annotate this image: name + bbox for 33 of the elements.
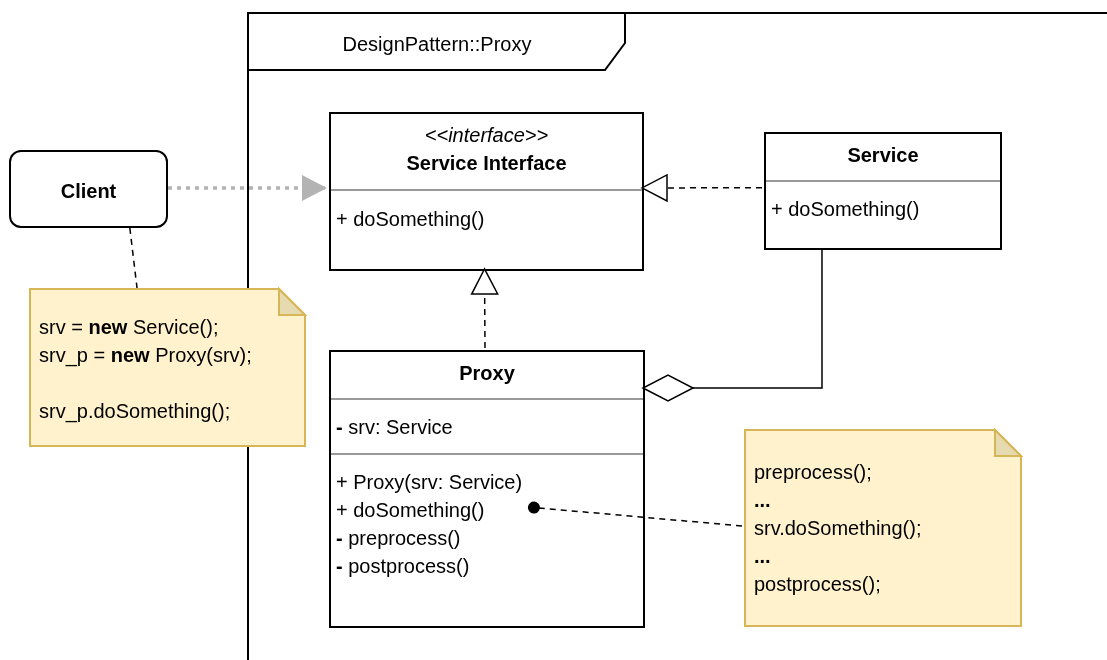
class-member: + doSomething() xyxy=(771,197,920,221)
class-member: + Proxy(srv: Service) xyxy=(336,470,523,494)
note xyxy=(744,429,1022,627)
note-text: ... xyxy=(754,544,771,568)
class-member: - postprocess() xyxy=(336,554,470,578)
note-text: srv_p.doSomething(); xyxy=(39,399,231,423)
stereotype: <<interface>> xyxy=(423,123,550,147)
class-name: Proxy xyxy=(458,361,516,385)
class-name: Service xyxy=(846,143,920,167)
class-box xyxy=(764,132,1002,250)
actor-box xyxy=(9,150,168,228)
note-connector xyxy=(527,501,743,527)
class-member: + doSomething() xyxy=(336,498,485,522)
note-text: srv = new Service(); xyxy=(39,315,219,339)
note-text: preprocess(); xyxy=(754,460,872,484)
class-member: - preprocess() xyxy=(336,526,461,550)
note-connector xyxy=(129,227,138,289)
realization-arrow xyxy=(641,174,763,202)
class-box xyxy=(329,112,644,271)
note-text: postprocess(); xyxy=(754,572,881,596)
note-text: srv.doSomething(); xyxy=(754,516,922,540)
aggregation-connector xyxy=(642,247,823,402)
class-name: Service Interface xyxy=(405,151,568,175)
note-text: srv_p = new Proxy(srv); xyxy=(39,343,252,367)
frame-title: DesignPattern::Proxy xyxy=(341,32,533,56)
realization-arrow xyxy=(470,268,499,349)
class-member: - srv: Service xyxy=(336,415,453,439)
dependency-arrow xyxy=(168,174,327,201)
note-text: ... xyxy=(754,488,771,512)
class-box xyxy=(329,350,645,628)
note xyxy=(29,288,306,447)
class-member: + doSomething() xyxy=(336,207,485,231)
actor-name: Client xyxy=(59,179,118,203)
